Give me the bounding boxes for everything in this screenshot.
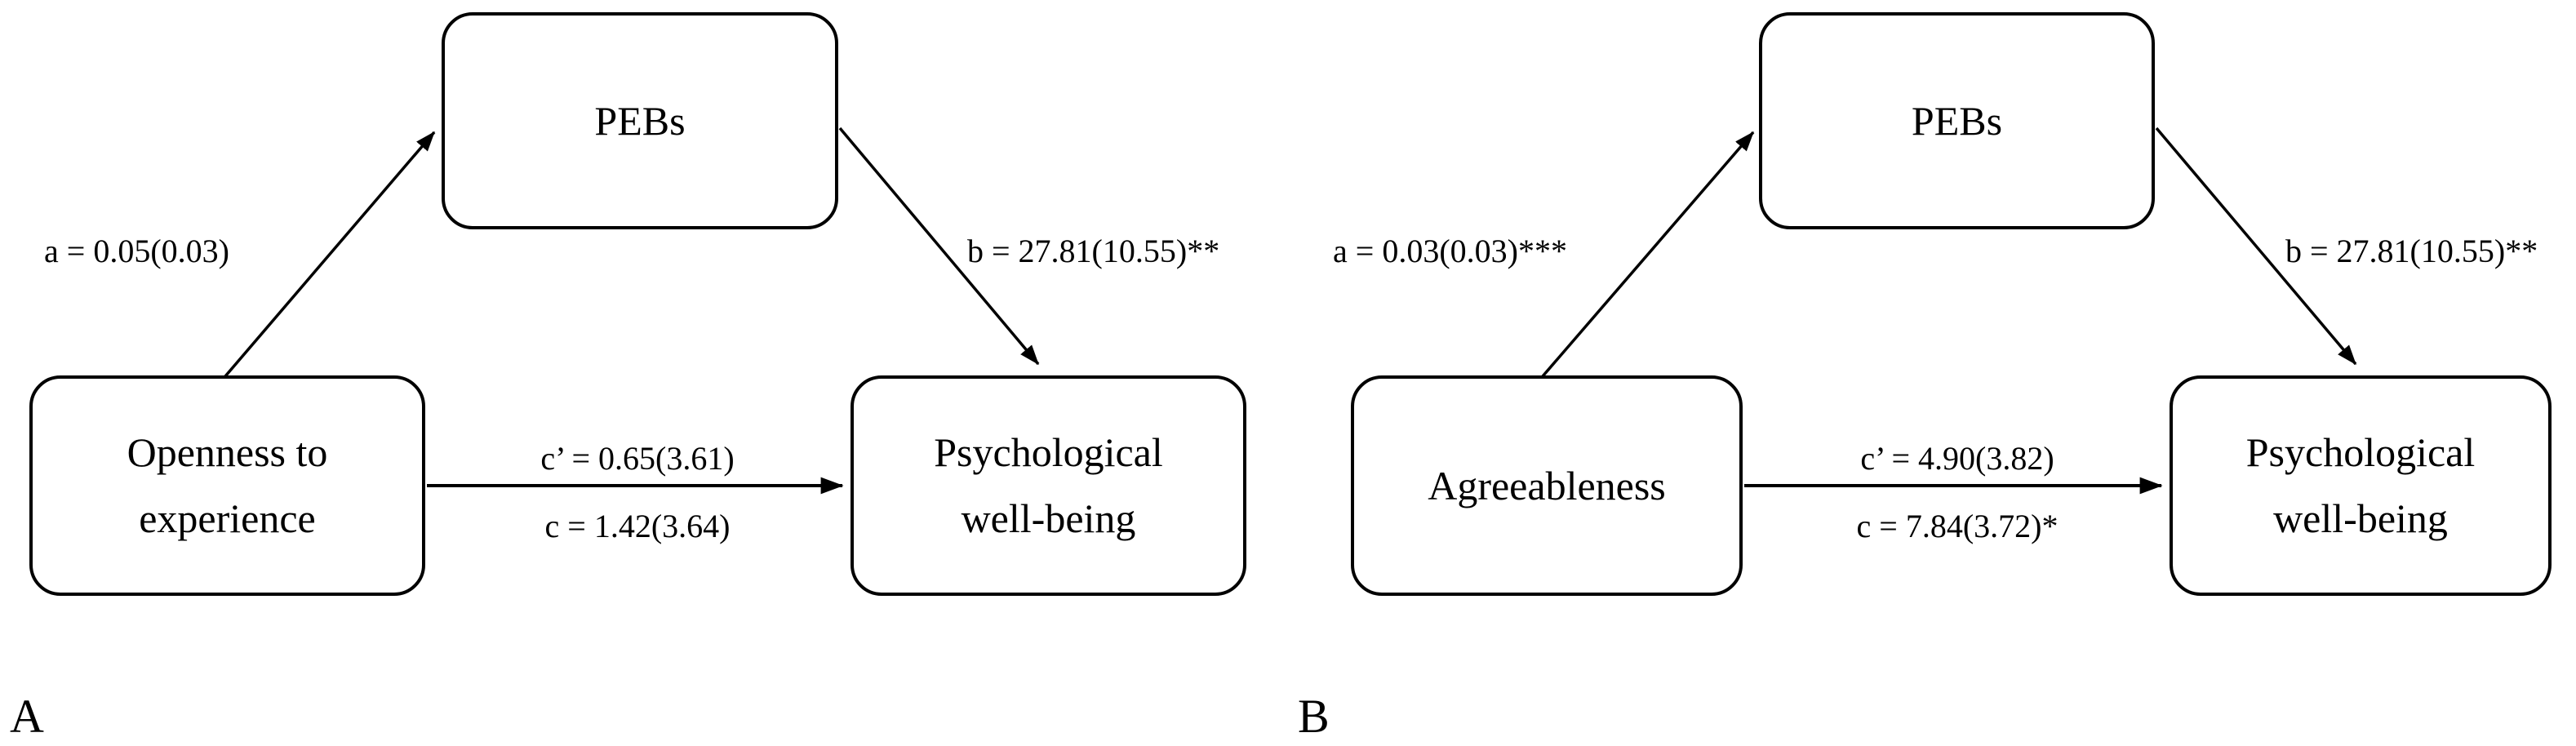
coefficient-c-prime-label: c’ = 4.90(3.82)	[1860, 440, 2054, 477]
outcome-label: Psychological well-being	[934, 429, 1163, 541]
path-a-arrow	[1541, 131, 1755, 378]
panel-letter-a: A	[10, 690, 44, 743]
coefficient-c-label: c = 7.84(3.72)*	[1856, 508, 2059, 544]
outcome-label: Psychological well-being	[2245, 429, 2476, 541]
mediator-label: PEBs	[594, 97, 686, 144]
predictor-label: Openness to experience	[127, 429, 328, 541]
coefficient-b-label: b = 27.81(10.55)**	[967, 233, 1220, 269]
path-a-arrow	[224, 131, 436, 378]
predictor-label: Agreeableness	[1428, 462, 1666, 508]
coefficient-c-label: c = 1.42(3.64)	[544, 508, 731, 544]
coefficient-a-label: a = 0.05(0.03)	[44, 233, 229, 269]
outcome-box-wellbeing: Psychological well-being	[2170, 375, 2552, 596]
mediator-box-pebs: PEBs	[442, 12, 838, 229]
coefficient-a-label: a = 0.03(0.03)***	[1333, 233, 1567, 269]
coefficient-b-label: b = 27.81(10.55)**	[2285, 233, 2538, 269]
outcome-box-wellbeing: Psychological well-being	[851, 375, 1246, 596]
coefficient-c-prime-label: c’ = 0.65(3.61)	[540, 440, 735, 477]
predictor-box-agreeableness: Agreeableness	[1351, 375, 1743, 596]
predictor-box-openness: Openness to experience	[29, 375, 425, 596]
mediator-box-pebs: PEBs	[1759, 12, 2155, 229]
mediator-label: PEBs	[1911, 97, 2003, 144]
panel-b: PEBs Agreeableness Psychological well-be…	[1288, 0, 2576, 746]
panel-a: PEBs Openness to experience Psychologica…	[10, 12, 1246, 743]
panel-letter-b: B	[1298, 690, 1330, 743]
